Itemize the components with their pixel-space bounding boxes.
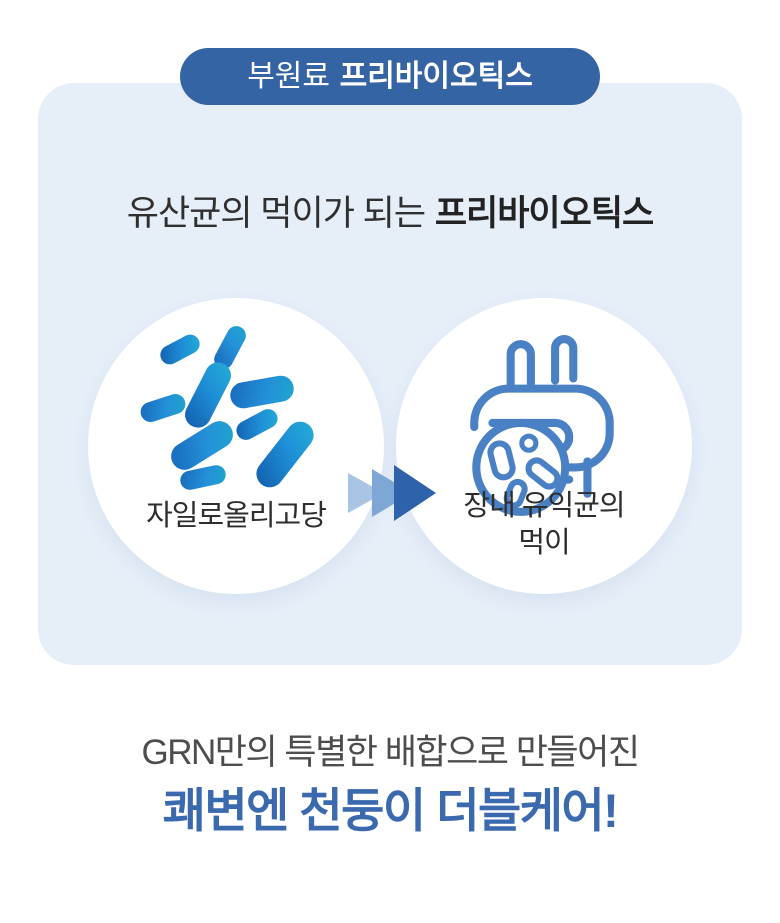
intestine-magnifier-icon [470,335,614,516]
bacterium [228,373,296,411]
footer-headline: 쾌변엔 천둥이 더블케어! [162,784,619,837]
left-circle-xylooligosaccharide: 자일로올리고당 [88,298,384,594]
bacterium [156,331,204,368]
footer-tagline: GRN만의 특별한 배합으로 만들어진 [141,733,640,772]
bacterium [233,405,281,444]
right-circle-label-line1: 장내 유익균의 [463,490,625,522]
right-circle-gut-bacteria-food: 장내 유익균의 먹이 [396,298,692,594]
section-badge: 부원료 프리바이오틱스 [180,48,600,105]
bacteria-illustration-icon [88,298,384,594]
triple-arrow-right-icon [348,465,436,521]
right-circle-label: 장내 유익균의 먹이 [396,488,692,562]
left-circle-label: 자일로올리고당 [146,500,327,532]
badge-title: 프리바이오틱스 [339,60,533,93]
right-circle-label-line2: 먹이 [518,527,570,559]
bacterium [138,391,188,425]
heading-regular: 유산균의 먹이가 되는 [126,194,426,233]
heading-bold: 프리바이오틱스 [434,194,654,233]
badge-prefix: 부원료 [247,60,330,93]
bacterium [180,357,236,433]
